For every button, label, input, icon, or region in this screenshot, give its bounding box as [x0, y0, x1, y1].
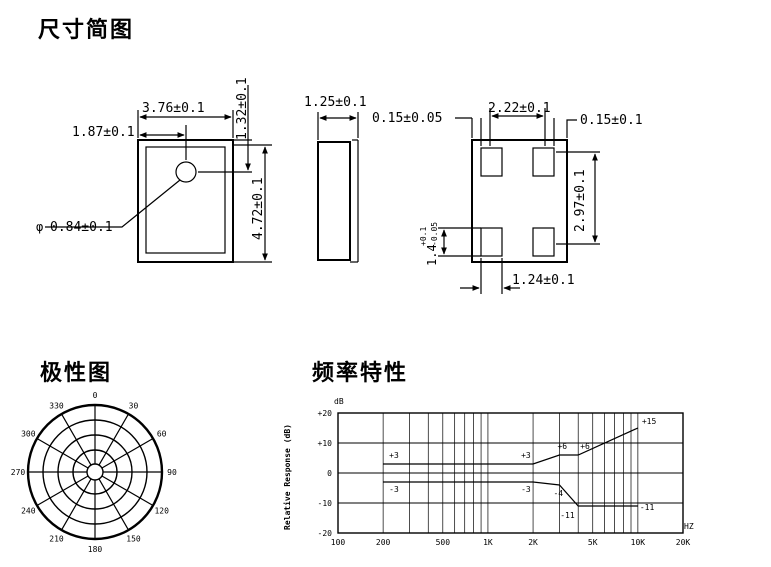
polar-spoke [101, 475, 154, 507]
pad-bottom-left [480, 227, 503, 257]
polar-angle-label: 270 [11, 468, 26, 477]
bottom-view [438, 108, 600, 294]
x-tick-label: 500 [436, 538, 451, 547]
polar-angle-label: 150 [126, 535, 141, 544]
polar-title: 极性图 [40, 360, 113, 386]
polar-angle-label: 180 [88, 545, 103, 554]
lower-limit-line [383, 481, 638, 507]
y-tick-label: -10 [318, 499, 333, 508]
upper-point-label: +6 [580, 442, 590, 451]
polar-spoke [60, 478, 92, 531]
pad-bottom-right [532, 227, 555, 257]
polar-angle-label: 300 [21, 430, 36, 439]
lower-point-label: -11 [640, 503, 655, 512]
x-tick-label: 2K [528, 538, 538, 547]
pad-top-left [480, 147, 503, 177]
x-tick-label: 5K [588, 538, 598, 547]
upper-point-label: +3 [389, 451, 399, 460]
polar-spoke [101, 437, 154, 469]
dim-pad-length: 1.4 [425, 244, 439, 266]
x-tick-label: 1K [483, 538, 493, 547]
dim-left-gap: 0.15±0.05 [372, 111, 442, 126]
polar-angle-label: 60 [157, 430, 167, 439]
dim-hole-diameter: 0.84±0.1 [50, 220, 113, 235]
side-view-body [317, 141, 351, 261]
dimensions-title: 尺寸简图 [38, 17, 135, 43]
bottom-view-outer [471, 139, 568, 263]
sound-hole [175, 161, 197, 183]
y-tick-label: +20 [318, 409, 333, 418]
diameter-symbol: φ [36, 220, 43, 234]
polar-ring [86, 463, 104, 481]
x-tick-label: 20K [676, 538, 691, 547]
polar-angle-label: 210 [49, 535, 64, 544]
polar-spoke [98, 413, 130, 466]
dim-height: 4.72±0.1 [251, 177, 266, 240]
upper-point-label: +3 [521, 451, 531, 460]
x-unit-label: HZ [684, 522, 694, 531]
x-tick-label: 200 [376, 538, 391, 547]
lower-point-label: -3 [521, 485, 531, 494]
frequency-title: 频率特性 [312, 360, 409, 386]
upper-limit-line [383, 427, 639, 465]
dim-pad-length-minus: -0.05 [430, 222, 439, 246]
y-unit-label: dB [334, 397, 344, 406]
polar-spoke [36, 437, 89, 469]
polar-angle-label: 0 [93, 391, 98, 400]
lower-point-label: -4 [553, 489, 563, 498]
upper-point-label: +6 [557, 442, 567, 451]
pad-top-right [532, 147, 555, 177]
polar-angle-label: 90 [167, 468, 177, 477]
x-tick-label: 100 [331, 538, 346, 547]
lower-point-label: -11 [560, 511, 575, 520]
dim-hole-offset: 1.32±0.1 [235, 77, 250, 140]
dim-pad-width: 1.24±0.1 [512, 273, 575, 288]
top-view [45, 85, 272, 263]
dim-width: 3.76±0.1 [142, 101, 205, 116]
dim-pad-spacing: 2.22±0.1 [488, 101, 551, 116]
polar-angle-label: 240 [21, 507, 36, 516]
y-tick-label: +10 [318, 439, 333, 448]
y-tick-label: 0 [327, 469, 332, 478]
dim-offset: 1.87±0.1 [72, 125, 135, 140]
polar-diagram [26, 403, 164, 541]
polar-spoke [60, 413, 92, 466]
polar-spoke [98, 478, 130, 531]
side-view [317, 112, 359, 263]
polar-angle-label: 330 [49, 401, 64, 410]
polar-spoke [36, 475, 89, 507]
y-tick-label: -20 [318, 529, 333, 538]
polar-angle-label: 30 [129, 401, 139, 410]
dim-pad-length-plus: +0.1 [419, 227, 428, 246]
polar-angle-label: 120 [154, 507, 169, 516]
polar-angle-labels: 0 30 60 90 120 150 180 210 240 270 300 330 [11, 391, 177, 554]
y-axis-label: Relative Response (dB) [282, 424, 292, 530]
dim-thickness: 1.25±0.1 [304, 95, 367, 110]
top-view-inner [145, 146, 226, 254]
dim-right-gap: 0.15±0.1 [580, 113, 643, 128]
dim-pad-height: 2.97±0.1 [573, 169, 588, 232]
lower-point-label: -3 [389, 485, 399, 494]
x-tick-label: 10K [631, 538, 646, 547]
upper-point-label: +15 [642, 417, 657, 426]
